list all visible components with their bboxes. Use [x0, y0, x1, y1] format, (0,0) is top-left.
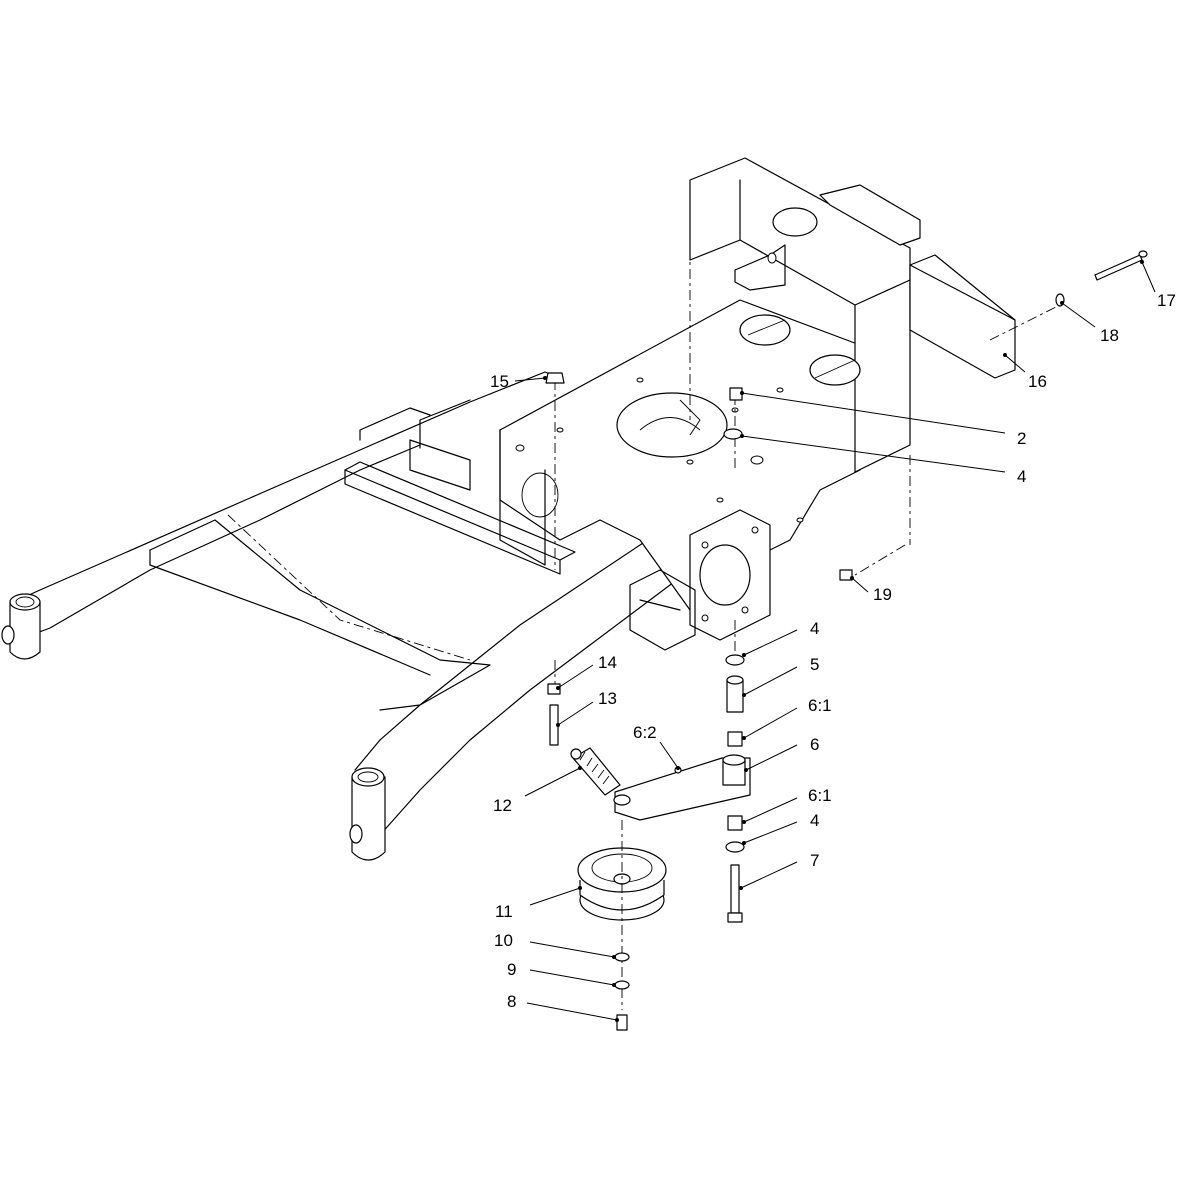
hardware-parts	[545, 250, 1148, 1031]
callouts: 2 4 4 4 5 6:1 6 6:1 6:2 7 8 9 10	[490, 260, 1176, 1022]
flange-nut-15	[545, 372, 565, 384]
right-caster-tube	[349, 767, 386, 861]
washer-4-bottom	[725, 841, 745, 853]
bolt-2	[729, 387, 743, 401]
callout-6-1-top: 6:1	[808, 696, 832, 715]
callout-2: 2	[1017, 429, 1026, 448]
bolt-8	[616, 1014, 628, 1031]
bolt-13	[549, 704, 559, 746]
callout-6: 6	[810, 735, 819, 754]
callout-13: 13	[598, 689, 617, 708]
bushing-6-1-top	[727, 731, 743, 747]
callout-15: 15	[490, 372, 509, 391]
idler-arm-6	[614, 757, 751, 821]
callout-11: 11	[495, 902, 513, 921]
bushing-6-1-bottom	[727, 815, 743, 831]
callout-17: 17	[1157, 291, 1176, 310]
callout-7: 7	[810, 851, 819, 870]
bolt-17	[1094, 254, 1143, 281]
bolt-7	[730, 864, 740, 914]
callout-8: 8	[507, 992, 516, 1011]
washer-4-top	[723, 428, 743, 440]
callout-14: 14	[598, 653, 617, 672]
callout-5: 5	[810, 655, 819, 674]
callout-16: 16	[1028, 372, 1047, 391]
spring-12	[570, 747, 621, 796]
callout-9: 9	[507, 960, 516, 979]
callout-18: 18	[1100, 326, 1119, 345]
callout-4-top: 4	[1017, 467, 1026, 486]
callout-6-1-bottom: 6:1	[808, 786, 832, 805]
washer-9	[614, 980, 630, 990]
left-caster-tube	[1, 593, 41, 660]
washer-10	[614, 952, 630, 962]
callout-6-2: 6:2	[633, 723, 657, 742]
spacer-5	[726, 679, 744, 713]
callout-19: 19	[873, 585, 892, 604]
callout-4-bottom: 4	[810, 811, 819, 830]
callout-12: 12	[493, 796, 512, 815]
main-frame	[1, 157, 1061, 861]
callout-4-mid: 4	[810, 619, 819, 638]
washer-4-mid	[725, 654, 745, 666]
callout-10: 10	[494, 931, 513, 950]
